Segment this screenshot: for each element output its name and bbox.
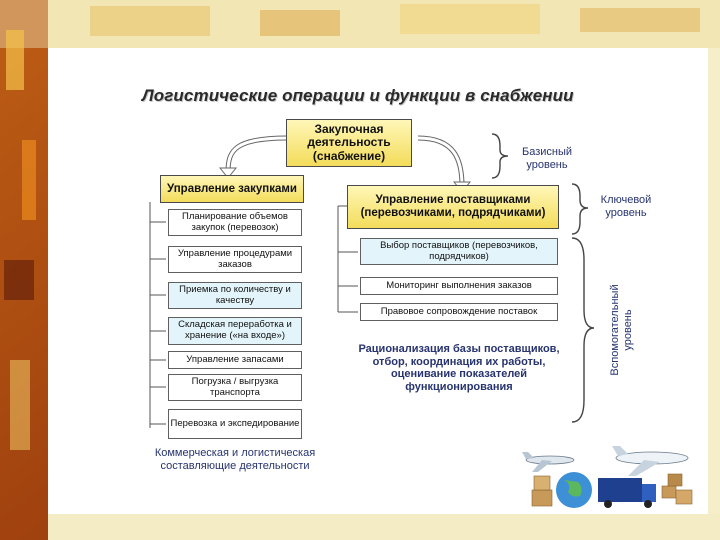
level-aux-label: Вспомогательный уровень [609, 284, 634, 376]
left-item-acceptance: Приемка по количеству и качеству [168, 282, 302, 309]
right-item-supplier-selection: Выбор поставщиков (перевозчиков, подрядч… [360, 238, 558, 265]
left-item-transport: Перевозка и экспедирование [168, 409, 302, 439]
level-base-label: Базисный уровень [521, 146, 573, 171]
procurement-activity-box: Закупочная деятельность (снабжение) [286, 119, 412, 167]
airplane-icon [612, 446, 689, 476]
left-item-warehousing: Складская переработка и хранение («на вх… [168, 317, 302, 345]
left-item-loading: Погрузка / выгрузка транспорта [168, 374, 302, 401]
airplane-icon [522, 452, 575, 472]
globe-icon [556, 472, 592, 508]
purchasing-management-header: Управление закупками [160, 175, 304, 203]
truck-icon [598, 478, 656, 508]
right-caption: Рационализация базы поставщиков, отбор, … [358, 343, 560, 393]
logistics-illustration [522, 446, 693, 508]
left-item-order-procedures: Управление процедурами заказов [168, 246, 302, 273]
left-item-inventory: Управление запасами [168, 351, 302, 369]
right-item-legal-support: Правовое сопровождение поставок [360, 303, 558, 321]
slide-title: Логистические операции и функции в снабж… [142, 86, 574, 105]
cargo-boxes-icon [531, 473, 693, 507]
right-item-order-monitoring: Мониторинг выполнения заказов [360, 277, 558, 295]
supplier-management-header: Управление поставщиками (перевозчиками, … [347, 185, 559, 229]
left-item-planning: Планирование объемов закупок (перевозок) [168, 209, 302, 236]
level-key-label: Ключевой уровень [600, 194, 652, 219]
left-caption: Коммерческая и логистическая составляющи… [154, 447, 316, 472]
